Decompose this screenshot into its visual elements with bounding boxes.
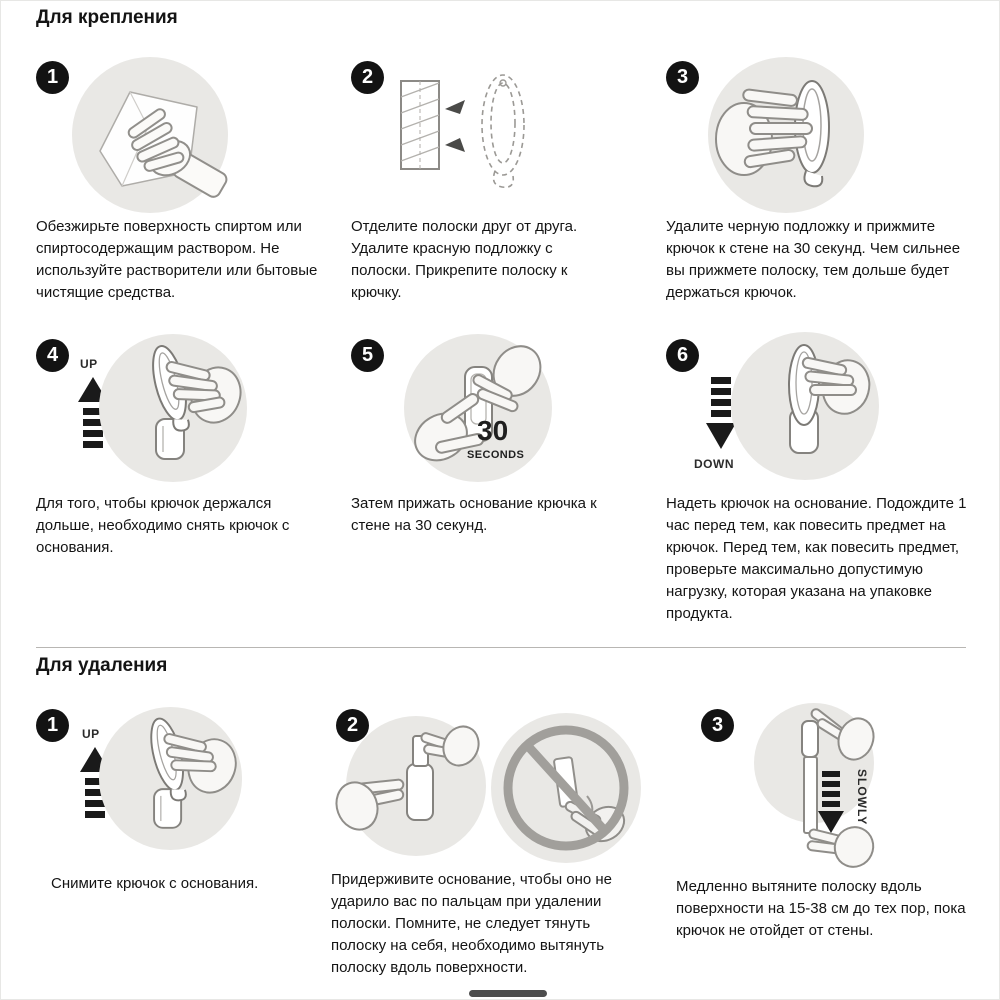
step-number-badge: 1: [36, 709, 69, 742]
wipe-surface-illustration: [72, 57, 228, 213]
up-label: UP: [80, 357, 98, 371]
step-mount-6: 6 DOWN: [666, 331, 976, 641]
step-number-badge: 5: [351, 339, 384, 372]
step-mount-3: 3 Удалите черную подложку и прижмите крю…: [666, 53, 976, 333]
down-label: DOWN: [694, 457, 734, 471]
step-description: Надеть крючок на основание. Подождите 1 …: [666, 495, 967, 623]
base-icon: [406, 735, 434, 821]
step-description: Удалите черную подложку и прижмите крючо…: [666, 218, 961, 302]
strips-and-hook-illustration: [400, 74, 525, 189]
section-title-mounting: Для крепления: [36, 7, 178, 28]
step-description: Обезжирьте поверхность спиртом или спирт…: [36, 218, 318, 302]
slowly-label: SLOWLY: [855, 769, 869, 825]
step-number: 1: [46, 714, 59, 736]
step-number: 3: [711, 714, 724, 736]
hook-outline-icon: [481, 74, 525, 189]
attach-hook-to-base-illustration: [731, 332, 879, 480]
adhesive-strip-icon: [803, 756, 818, 834]
hand-icon: [165, 361, 242, 424]
section-title-removal: Для удаления: [36, 655, 168, 676]
step-number-badge: 4: [36, 339, 69, 372]
pull-strip-slowly-illustration: SLOWLY: [754, 703, 875, 868]
step-mount-4: 4 UP: [36, 331, 336, 641]
step-removal-1: 1 UP: [36, 701, 336, 999]
step-description: Снимите крючок с основания.: [51, 875, 259, 892]
press-base-illustration: [404, 334, 552, 482]
step-number: 6: [676, 344, 689, 366]
thirty-seconds-value: 30: [477, 415, 509, 446]
remove-hook-from-base-illustration: [98, 706, 243, 851]
hand-icon: [472, 345, 542, 413]
hand-icon: [335, 725, 480, 831]
hand-icon: [163, 733, 237, 794]
step-description: Затем прижать основание крючка к стене н…: [351, 495, 597, 535]
step-mount-1: 1 Обезжирьте поверхность спиртом или спи…: [36, 53, 336, 333]
press-hook-to-wall-illustration: [708, 57, 864, 213]
down-arrow-icon: [706, 377, 736, 449]
hand-icon: [806, 826, 875, 868]
step-number-badge: 6: [666, 339, 699, 372]
step-removal-3: 3 SLOWLY: [666, 701, 976, 999]
step-number-badge: 1: [36, 61, 69, 94]
hand-icon: [127, 108, 228, 198]
step-number: 1: [46, 66, 59, 88]
step-number-badge: 2: [351, 61, 384, 94]
step-description: Для того, чтобы крючок держался дольше, …: [36, 495, 290, 557]
step-mount-2: 2 Отделите полоски друг от друга.: [351, 53, 651, 333]
step-number: 2: [346, 714, 359, 736]
step-removal-2: 2: [321, 701, 656, 999]
step-number: 5: [361, 344, 374, 366]
section-divider: [36, 647, 966, 648]
hand-icon: [810, 708, 875, 761]
no-symbol-icon: [503, 725, 629, 851]
hand-icon: [414, 393, 485, 462]
step-number-badge: 2: [336, 709, 369, 742]
step-description: Придерживите основание, чтобы оно не уда…: [331, 871, 613, 977]
step-description: Медленно вытяните полоску вдоль поверхно…: [676, 878, 966, 940]
hand-icon: [801, 356, 871, 415]
step-number: 3: [676, 66, 689, 88]
step-mount-5: 5 30 SECONDS Затем прижать основание крю…: [351, 331, 651, 641]
transfer-arrow-icon: [445, 100, 465, 152]
step-number: 2: [361, 66, 374, 88]
step-number: 4: [46, 344, 59, 366]
hold-base-no-pull-illustration: [335, 713, 641, 863]
slowly-down-arrow-icon: [818, 771, 844, 833]
remove-hook-from-base-illustration: [99, 334, 247, 482]
up-label: UP: [82, 727, 100, 741]
seconds-label: SECONDS: [467, 449, 525, 461]
step-number-badge: 3: [666, 61, 699, 94]
horizontal-scrollbar-thumb[interactable]: [469, 990, 547, 997]
step-description: Отделите полоски друг от друга. Удалите …: [351, 218, 578, 302]
step-number-badge: 3: [701, 709, 734, 742]
hand-icon: [715, 88, 813, 176]
hook-icon: [801, 720, 819, 758]
